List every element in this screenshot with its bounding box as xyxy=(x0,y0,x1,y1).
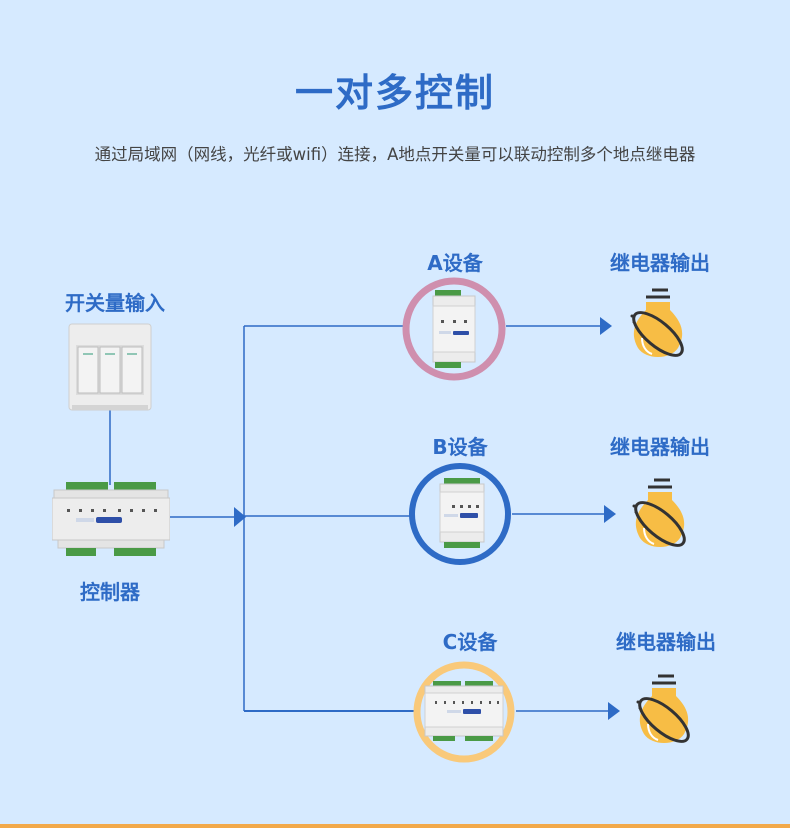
page-title: 一对多控制 xyxy=(294,71,495,115)
device-c-module-icon xyxy=(424,681,504,741)
device-c-ring xyxy=(413,661,515,763)
light-bulb-icon xyxy=(632,478,686,547)
device-a-output-label: 继电器输出 xyxy=(610,251,710,275)
controller-arrow-icon xyxy=(234,507,246,527)
din-rail-controller-icon xyxy=(52,482,170,556)
device-a-ring xyxy=(402,277,506,381)
b-arrow-icon xyxy=(604,505,616,523)
page-subtitle: 通过局域网（网线，光纤或wifi）连接，A地点开关量可以联动控制多个地点继电器 xyxy=(94,145,696,164)
light-bulb-icon xyxy=(636,674,690,743)
device-b-label: B设备 xyxy=(432,435,488,459)
device-c-label: C设备 xyxy=(442,630,498,654)
wall-switch-icon xyxy=(68,323,152,411)
switch-input-label: 开关量输入 xyxy=(65,291,165,315)
device-b-ring xyxy=(409,463,511,565)
a-arrow-icon xyxy=(600,317,612,335)
device-b-output-label: 继电器输出 xyxy=(610,435,710,459)
device-c-output-label: 继电器输出 xyxy=(616,630,716,654)
device-a-module-icon xyxy=(432,290,476,368)
device-b-module-icon xyxy=(439,478,485,548)
bottom-accent-bar xyxy=(0,824,790,828)
controller-label: 控制器 xyxy=(80,580,140,604)
c-arrow-icon xyxy=(608,702,620,720)
light-bulb-icon xyxy=(630,288,684,357)
device-a-label: A设备 xyxy=(427,251,483,275)
